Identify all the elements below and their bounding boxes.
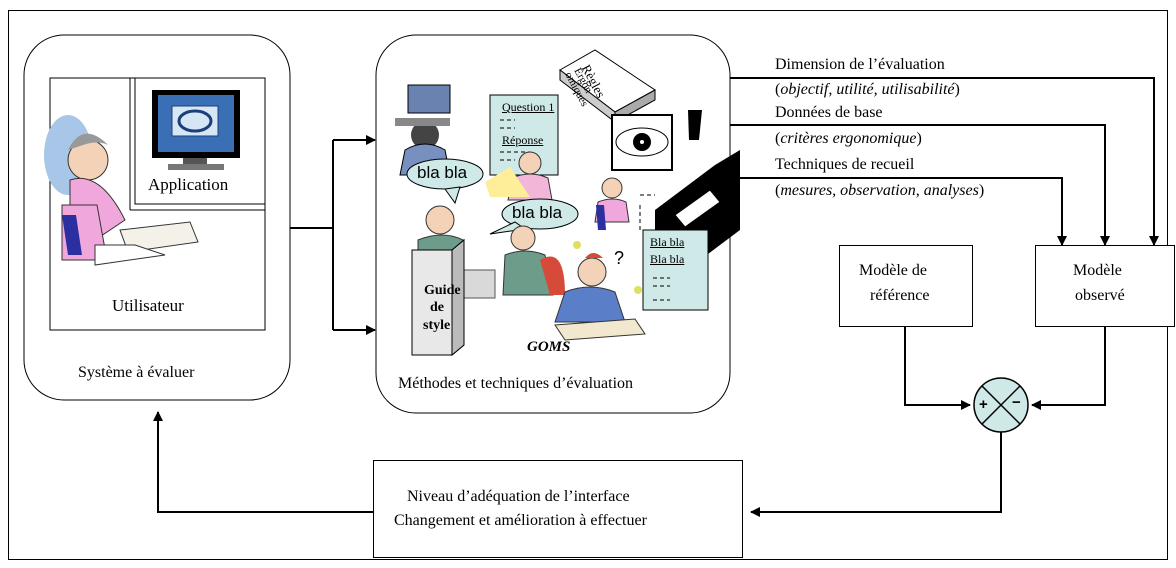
base-data-label: Données de base	[775, 104, 883, 121]
guide-line-3: style	[423, 318, 451, 333]
notes-line-2: Bla bla	[650, 252, 685, 266]
result-line-1: Niveau d’adéquation de l’interface	[407, 488, 630, 505]
reference-model-box	[839, 245, 973, 327]
evaluator-icon	[594, 177, 630, 230]
dimension-label: Dimension de l’évaluation	[775, 56, 945, 73]
user-illustration	[44, 115, 199, 266]
methods-label: Méthodes et techniques d’évaluation	[398, 375, 634, 392]
comparator-symbol	[973, 377, 1029, 433]
speech-bubble-2	[501, 198, 579, 230]
comparator-minus: −	[1012, 394, 1021, 411]
eye-target-icon	[611, 110, 702, 171]
techniques-label: Techniques de recueil	[775, 156, 915, 173]
result-line-2: Changement et amélioration à effectuer	[394, 512, 647, 529]
notes-line-1: Bla bla	[650, 235, 685, 249]
application-label: Application	[148, 175, 229, 194]
guide-line-2: de	[430, 300, 444, 315]
system-label: Système à évaluer	[78, 364, 195, 381]
comparator-plus: +	[979, 396, 988, 413]
base-data-detail: (critères ergonomique)	[775, 130, 922, 147]
bubble-2-label: bla bla	[512, 203, 563, 222]
bubble-1-label: bla bla	[417, 163, 468, 182]
reference-model-line-1: Modèle de	[859, 262, 927, 279]
reference-model-line-2: référence	[870, 287, 930, 304]
techniques-detail: (mesures, observation, analyses)	[775, 182, 985, 199]
guide-line-1: Guide	[424, 283, 461, 298]
style-guide-book-icon	[411, 238, 465, 357]
question-mark: ?	[614, 248, 625, 268]
observed-model-box	[1035, 245, 1175, 327]
result-box	[373, 460, 743, 558]
reader-icon	[554, 241, 646, 341]
dimension-detail: (objectif, utilité, utilisabilité)	[775, 81, 960, 98]
observed-model-line-1: Modèle	[1073, 262, 1122, 279]
question-label: Question 1	[502, 100, 555, 114]
response-label: Réponse	[502, 133, 544, 147]
woman-icon	[485, 151, 553, 201]
notes-sheet-icon	[642, 229, 709, 311]
questionnaire-icon	[489, 94, 559, 176]
observed-model-line-2: observé	[1075, 287, 1125, 304]
monitor-icon	[152, 90, 240, 170]
goms-label: GOMS	[527, 339, 571, 355]
user-label: Utilisateur	[112, 296, 184, 315]
